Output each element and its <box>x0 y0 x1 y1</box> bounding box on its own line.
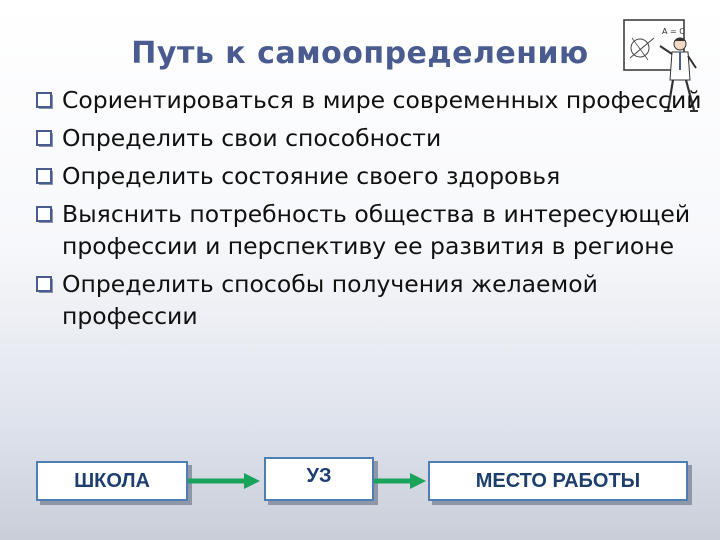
flow-step-workplace: МЕСТО РАБОТЫ <box>428 461 688 501</box>
bullet-text: Сориентироваться в мире современных проф… <box>62 86 702 114</box>
checkbox-bullet-icon <box>36 130 53 147</box>
checkbox-bullet-icon <box>36 168 53 185</box>
bullet-item: Определить способы получения желаемой пр… <box>34 268 704 332</box>
bullet-item: Выяснить потребность общества в интересу… <box>34 198 704 262</box>
flow-step-uz: УЗ <box>264 457 374 501</box>
flow-arrow-icon <box>188 473 260 489</box>
bullet-text: Определить способы получения желаемой пр… <box>62 270 598 330</box>
checkbox-bullet-icon <box>36 206 53 223</box>
bullet-item: Сориентироваться в мире современных проф… <box>34 84 704 116</box>
bullet-item: Определить состояние своего здоровья <box>34 160 704 192</box>
bullet-item: Определить свои способности <box>34 122 704 154</box>
flow-arrow-icon <box>374 473 426 489</box>
bullet-text: Определить свои способности <box>62 124 442 152</box>
bullet-text: Определить состояние своего здоровья <box>62 162 561 190</box>
checkbox-bullet-icon <box>36 92 53 109</box>
board-formula: A = C <box>662 27 685 36</box>
teacher-at-board-clipart: A = C <box>623 19 698 112</box>
checkbox-bullet-icon <box>36 276 53 293</box>
bullet-text: Выяснить потребность общества в интересу… <box>62 200 691 260</box>
bullet-list: Сориентироваться в мире современных проф… <box>34 84 704 338</box>
flow-step-school: ШКОЛА <box>36 461 188 501</box>
slide-title: Путь к самоопределению <box>131 36 589 71</box>
